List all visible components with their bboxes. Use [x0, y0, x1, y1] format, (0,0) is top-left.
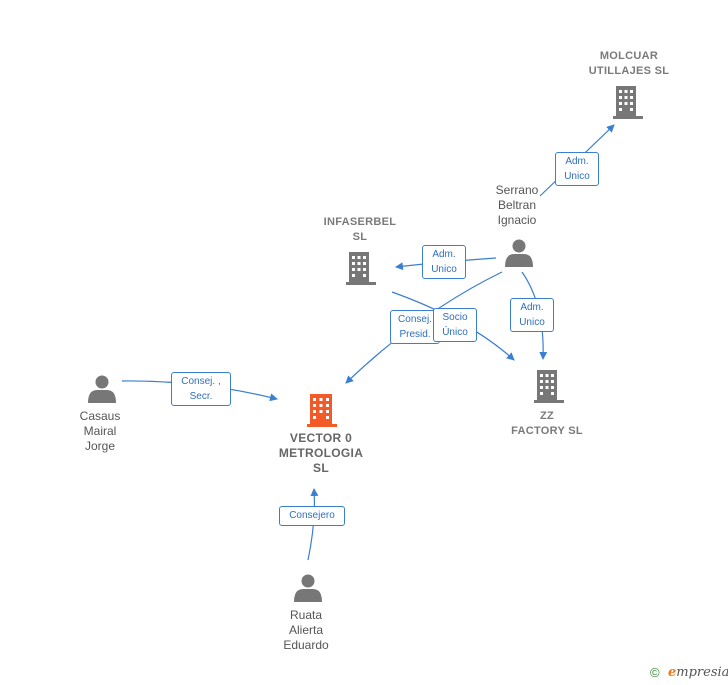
- edge-label-ruata-vector[interactable]: Consejero: [279, 506, 345, 526]
- edge-label-casaus-vector[interactable]: Consej. , Secr.: [171, 372, 231, 406]
- person-icon[interactable]: [294, 574, 322, 603]
- edge-label-serrano-vector[interactable]: Consej. Presid.: [390, 310, 440, 344]
- brand-name: mpresia: [676, 665, 728, 680]
- building-icon[interactable]: [613, 86, 643, 119]
- edge-label-serrano-molcuar[interactable]: Adm. Unico: [555, 152, 599, 186]
- edge-label-serrano-zz[interactable]: Adm. Unico: [510, 298, 554, 332]
- brand-logo[interactable]: empresia: [668, 665, 728, 680]
- person-label-serrano[interactable]: Serrano Beltran Ignacio: [495, 183, 539, 227]
- person-icon[interactable]: [88, 375, 116, 404]
- person-label-casaus[interactable]: Casaus Mairal Jorge: [79, 409, 121, 453]
- edge-label-infaserbel-zz[interactable]: Socio Único: [433, 308, 477, 342]
- building-icon[interactable]: [534, 370, 564, 403]
- building-icon[interactable]: [307, 394, 337, 427]
- brand-initial: e: [668, 665, 677, 680]
- person-icon[interactable]: [505, 239, 533, 268]
- building-icon[interactable]: [346, 252, 376, 285]
- company-label-vector[interactable]: VECTOR 0 METROLOGIA SL: [278, 431, 364, 475]
- company-label-zz[interactable]: ZZ FACTORY SL: [511, 410, 583, 437]
- copyright-icon: ©: [650, 665, 660, 680]
- company-label-infaserbel[interactable]: INFASERBEL SL: [323, 216, 397, 243]
- company-label-molcuar[interactable]: MOLCUAR UTILLAJES SL: [588, 50, 670, 77]
- edge-label-serrano-infaserbel[interactable]: Adm. Unico: [422, 245, 466, 279]
- person-label-ruata[interactable]: Ruata Alierta Eduardo: [283, 608, 329, 652]
